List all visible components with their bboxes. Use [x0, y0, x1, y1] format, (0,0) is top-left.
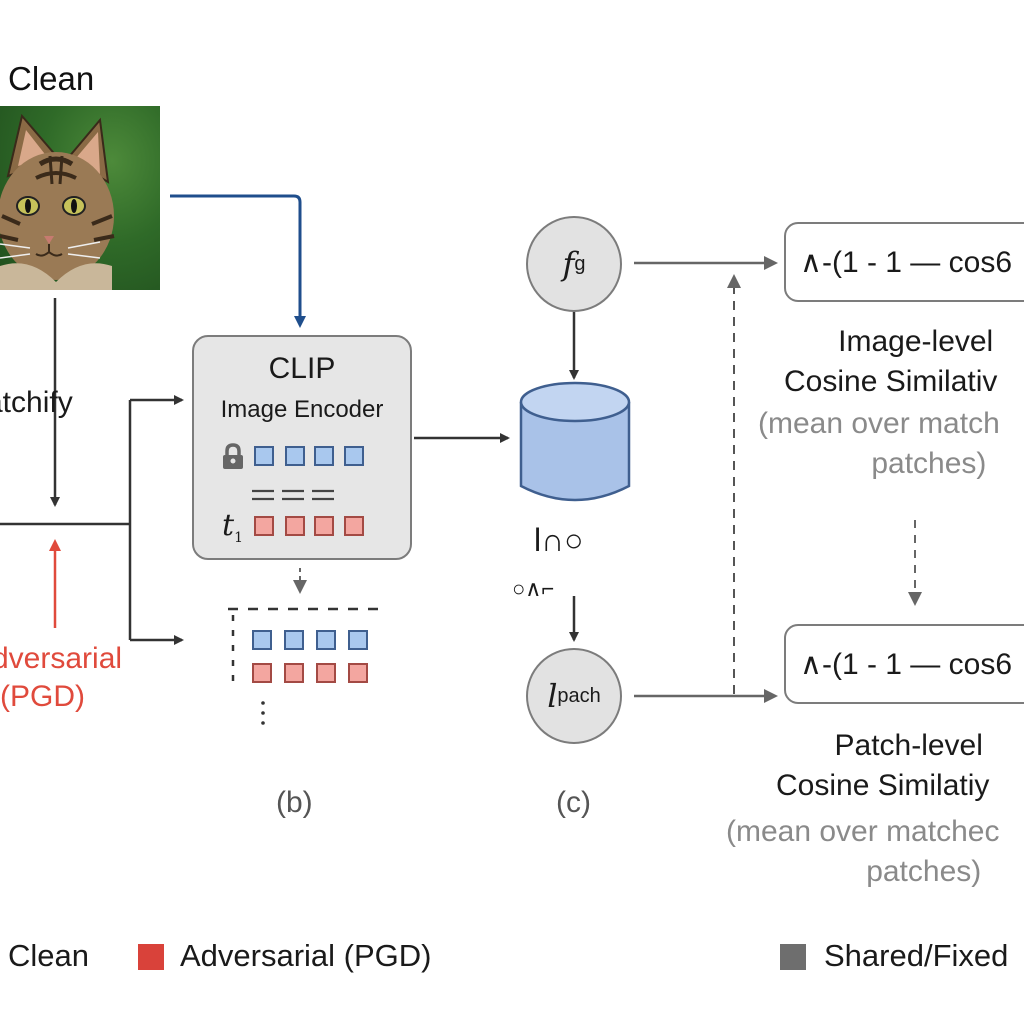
patch-level-caption: Patch-level Cosine Similatiy: [776, 729, 990, 802]
legend-adversarial-swatch: [138, 944, 164, 970]
adversarial-token: [344, 516, 364, 536]
clean-token: [314, 446, 334, 466]
clean-patch-token: [284, 630, 304, 650]
clip-title: CLIP: [268, 352, 336, 385]
patch-level-note: (mean over matchec patches): [726, 815, 1000, 888]
clean-patch-token: [316, 630, 336, 650]
bank-symbol: l∩○: [534, 522, 584, 558]
legend-shared: Shared/Fixed: [824, 938, 1009, 973]
adversarial-label: dversarial (PGD): [0, 642, 123, 713]
adversarial-patch-token: [284, 663, 304, 683]
patchify-label: atchify: [0, 386, 73, 419]
clean-token: [344, 446, 364, 466]
adversarial-patch-token: [348, 663, 368, 683]
clean-token: [285, 446, 305, 466]
cat-photo: [0, 106, 160, 290]
clean-token: [254, 446, 274, 466]
adversarial-token: [254, 516, 274, 536]
image-level-loss-formula: ∧-(1 - 1 — cos6: [784, 222, 1024, 302]
clip-subtitle: Image Encoder: [220, 396, 384, 423]
token-label: t1: [222, 508, 243, 546]
legend-clean: Clean: [8, 938, 89, 973]
bank-symbol-small: ○∧⌐: [512, 576, 555, 601]
image-level-note: (mean over match patches): [758, 407, 1000, 480]
panel-label-c: (c): [556, 786, 591, 819]
panel-label-b: (b): [276, 786, 313, 819]
clean-label: Clean: [8, 60, 95, 97]
adversarial-patch-token: [252, 663, 272, 683]
lock-icon: [221, 443, 245, 471]
patch-level-loss-formula: ∧-(1 - 1 — cos6: [784, 624, 1024, 704]
adversarial-patch-token: [316, 663, 336, 683]
clean-patch-token: [348, 630, 368, 650]
clean-patch-token: [252, 630, 272, 650]
adversarial-token: [285, 516, 305, 536]
clean-to-clip-arrow: [170, 194, 306, 328]
image-level-caption: Image-level Cosine Similativ: [784, 325, 998, 398]
separator: [252, 488, 336, 507]
legend-shared-swatch: [780, 944, 806, 970]
database-cylinder-icon: [518, 380, 632, 510]
adversarial-token: [314, 516, 334, 536]
legend-adversarial: Adversarial (PGD): [180, 938, 432, 973]
